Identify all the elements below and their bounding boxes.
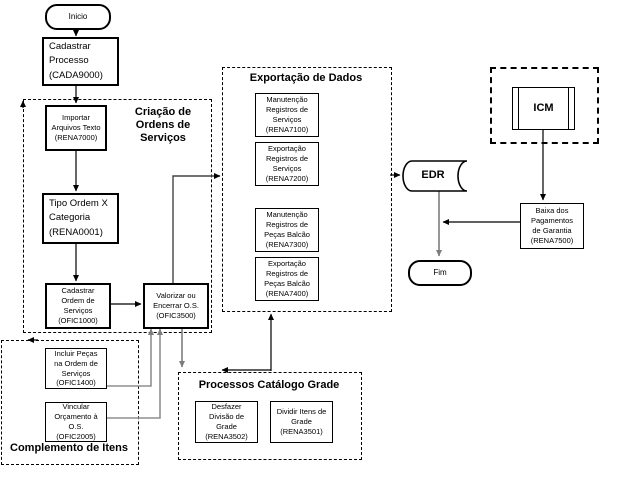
node-baixa-pagamentos: Baixa dos Pagamentos de Garantia (RENA75…: [520, 203, 584, 249]
node-tipo-ordem-categoria-label: Tipo Ordem X Categoria (RENA0001): [49, 198, 108, 238]
node-rena7400-label: Exportação Registros de Peças Balcão (RE…: [264, 259, 310, 298]
node-rena7300: Manutenção Registros de Peças Balcão (RE…: [255, 208, 319, 252]
node-baixa-pagamentos-label: Baixa dos Pagamentos de Garantia (RENA75…: [530, 206, 574, 245]
node-incluir-pecas-label: Incluir Peças na Ordem de Serviços (OFIC…: [54, 348, 98, 388]
region-exportacao-de-dados: [222, 67, 392, 312]
node-cadastrar-ordem: Cadastrar Ordem de Serviços (OFIC1000): [45, 283, 111, 329]
node-dividir-itens: Dividir Itens de Grade (RENA3501): [270, 401, 333, 443]
node-desfazer-divisao: Desfazer Divisão de Grade (RENA3502): [195, 401, 258, 443]
node-valorizar-encerrar-label: Valorizar ou Encerrar O.S. (OFIC3500): [153, 291, 199, 320]
region-icm: [490, 67, 599, 144]
node-rena7100: Manutenção Registros de Serviços (RENA71…: [255, 93, 319, 137]
label-processos-catalogo-grade: Processos Catálogo Grade: [198, 379, 340, 391]
node-valorizar-encerrar: Valorizar ou Encerrar O.S. (OFIC3500): [143, 283, 209, 329]
node-importar-arquivos: Importar Arquivos Texto (RENA7000): [45, 105, 107, 151]
label-complemento-de-itens: Complemento de Itens: [10, 442, 128, 454]
node-cadastrar-processo-label: Cadastrar Processo (CADA9000): [49, 41, 103, 81]
node-tipo-ordem-categoria: Tipo Ordem X Categoria (RENA0001): [42, 193, 119, 244]
node-inicio: Inicio: [45, 4, 111, 30]
node-vincular-orcamento-label: Vincular Orçamento à O.S. (OFIC2005): [54, 402, 98, 441]
node-dividir-itens-label: Dividir Itens de Grade (RENA3501): [276, 407, 327, 436]
node-cadastrar-ordem-label: Cadastrar Ordem de Serviços (OFIC1000): [58, 286, 98, 325]
node-desfazer-divisao-label: Desfazer Divisão de Grade (RENA3502): [205, 402, 248, 441]
region-processos-catalogo-grade: [178, 372, 362, 460]
node-fim: Fim: [408, 260, 472, 286]
node-rena7200-label: Exportação Registros de Serviços (RENA72…: [265, 144, 309, 183]
node-incluir-pecas: Incluir Peças na Ordem de Serviços (OFIC…: [45, 348, 107, 389]
icm-side-line-right: [568, 88, 569, 129]
icm-side-line-left: [518, 88, 519, 129]
node-importar-arquivos-label: Importar Arquivos Texto (RENA7000): [51, 113, 101, 142]
node-rena7200: Exportação Registros de Serviços (RENA72…: [255, 142, 319, 186]
node-rena7300-label: Manutenção Registros de Peças Balcão (RE…: [264, 210, 310, 249]
node-fim-label: Fim: [433, 267, 447, 277]
label-criacao-de-ordens: Criação de Ordens de Serviços: [134, 106, 192, 144]
node-icm-label: ICM: [533, 102, 554, 115]
node-vincular-orcamento: Vincular Orçamento à O.S. (OFIC2005): [45, 402, 107, 442]
node-inicio-label: Inicio: [68, 11, 88, 21]
node-edr-label: EDR: [421, 169, 445, 181]
node-rena7400: Exportação Registros de Peças Balcão (RE…: [255, 257, 319, 301]
node-cadastrar-processo: Cadastrar Processo (CADA9000): [42, 37, 119, 86]
label-exportacao-de-dados: Exportação de Dados: [249, 72, 363, 84]
node-rena7100-label: Manutenção Registros de Serviços (RENA71…: [265, 95, 309, 134]
node-icm: ICM: [512, 87, 575, 130]
